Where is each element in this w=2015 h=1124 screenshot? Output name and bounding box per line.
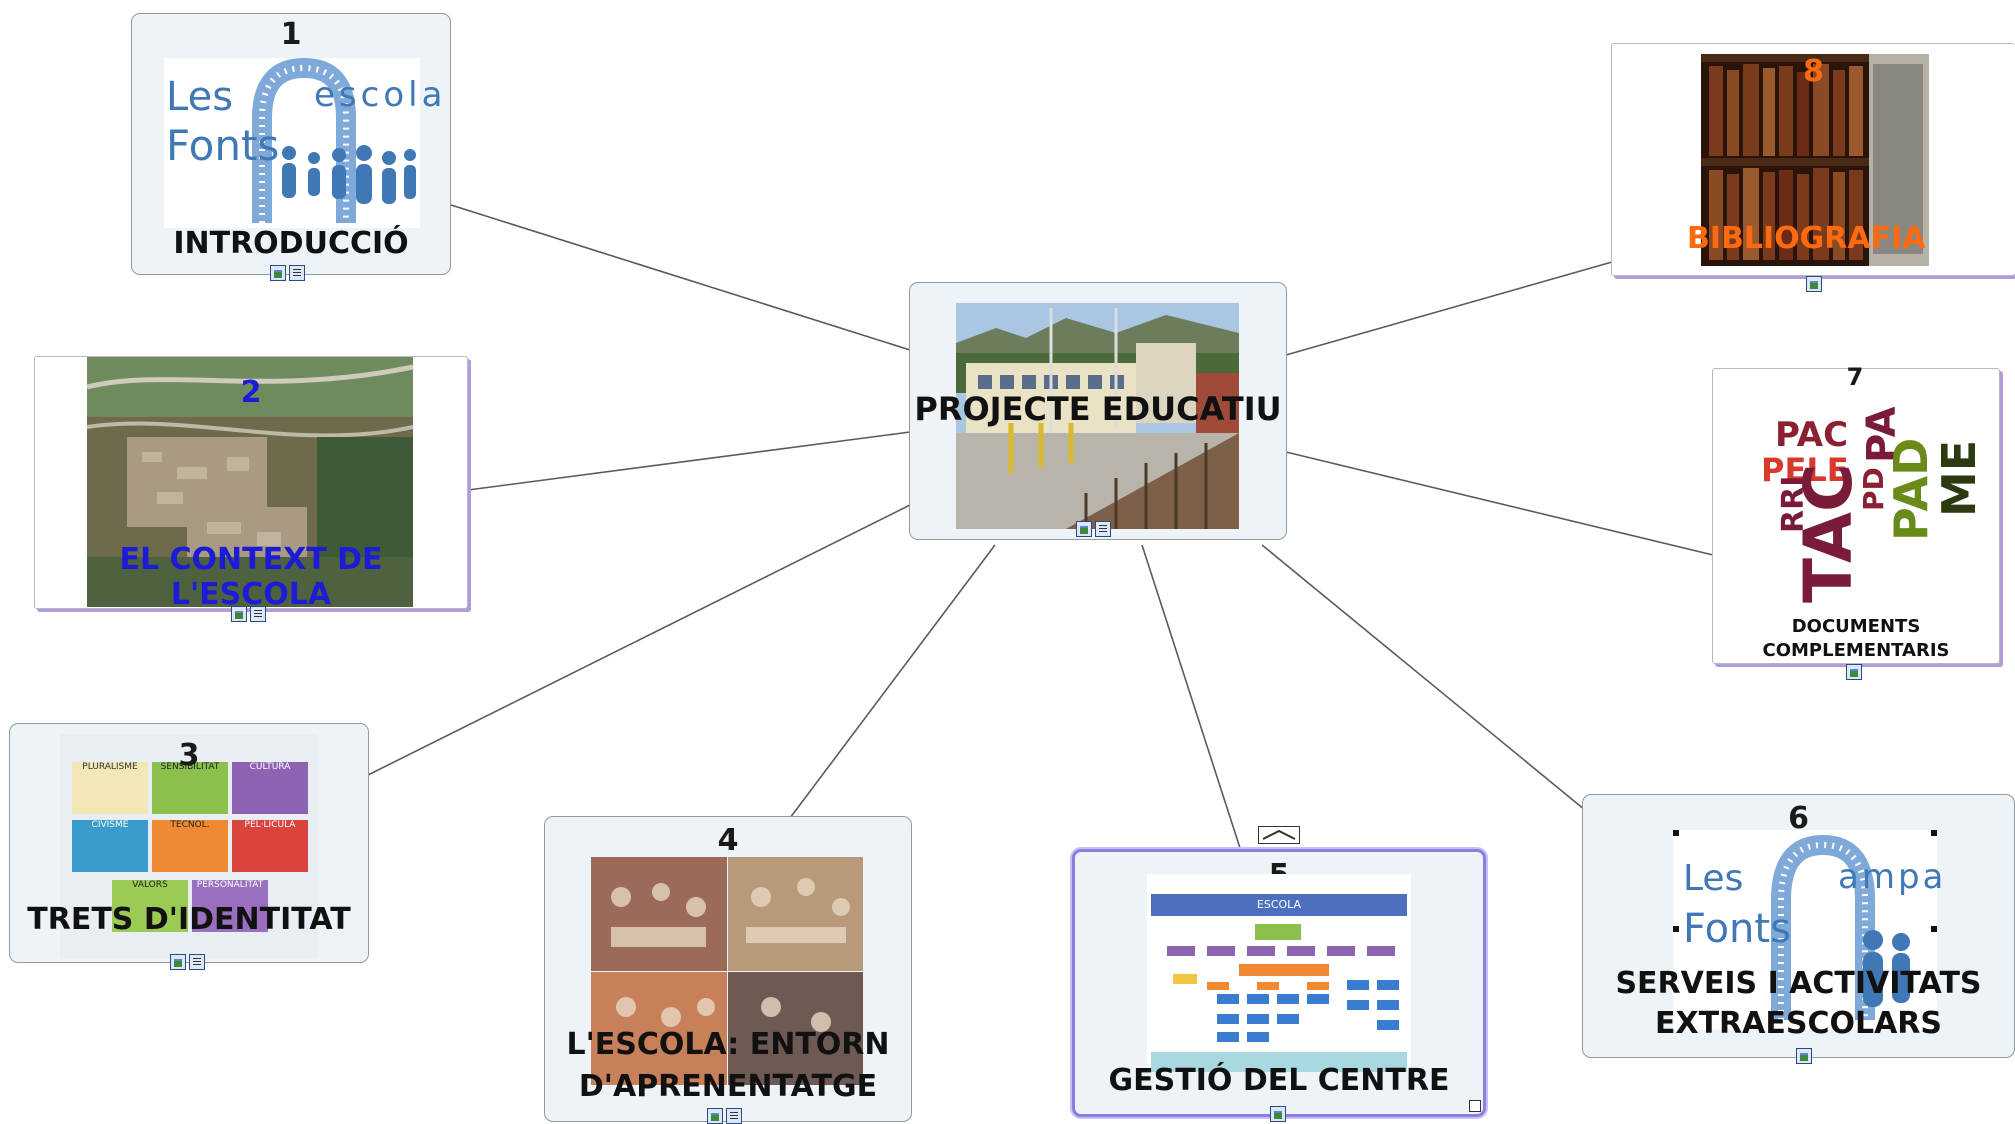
topic-title: INTRODUCCIÓ <box>173 226 409 261</box>
topic-title-line1: L'ESCOLA: ENTORN <box>566 1027 890 1062</box>
topic-node-context[interactable]: 2 EL CONTEXT DE L'ESCOLA <box>34 356 468 612</box>
topic-number: 3 <box>178 738 200 773</box>
word-cloud-word: PD <box>1857 467 1890 511</box>
topic-7-attachments <box>1846 664 1862 680</box>
topic-number: 1 <box>280 17 302 52</box>
topic-5-attachments <box>1270 1106 1286 1122</box>
picture-attachment-icon[interactable] <box>1846 664 1862 680</box>
identity-tile: PEL·LÍCULA <box>232 820 308 872</box>
identity-tile: CIVISME <box>72 820 148 872</box>
connector-4 <box>789 544 996 819</box>
central-attachments <box>1076 521 1111 537</box>
topic-node-entorn[interactable]: 4 L'ESCOLA: ENTORN D'APRENENTATGE <box>544 816 912 1122</box>
logo-word-fonts: Fonts <box>166 121 279 170</box>
identity-tile: TECNOL. <box>152 820 228 872</box>
identity-tile: CULTURA <box>232 762 308 814</box>
topic-title-line2: EXTRAESCOLARS <box>1654 1006 1943 1041</box>
topic-node-identitat[interactable]: PLURALISME SENSIBILITAT CULTURA CIVISME … <box>9 723 369 963</box>
picture-attachment-icon[interactable] <box>707 1108 723 1124</box>
topic-node-gestio[interactable]: 5 ESCOLA <box>1072 849 1486 1117</box>
topic-number: 7 <box>1846 363 1864 391</box>
identity-tile: PLURALISME <box>72 762 148 814</box>
school-photo <box>956 303 1239 529</box>
aerial-town-photo <box>86 357 414 607</box>
word-cloud-word: TAC <box>1790 464 1867 603</box>
word-cloud-word: PAD <box>1884 438 1938 541</box>
note-attachment-icon[interactable] <box>289 265 305 281</box>
connector-6 <box>1261 544 1586 811</box>
topic-node-introduccio[interactable]: 1 Les Fonts escola INTRODUCCIÓ <box>131 13 451 275</box>
word-cloud-word: PA <box>1859 406 1905 463</box>
topic-3-attachments <box>170 954 205 970</box>
connector-2 <box>467 431 911 491</box>
picture-attachment-icon[interactable] <box>270 265 286 281</box>
logo-word-les: Les <box>166 74 233 120</box>
topic-title-line1: SERVEIS I ACTIVITATS <box>1615 966 1982 1001</box>
identity-tiles-image: PLURALISME SENSIBILITAT CULTURA CIVISME … <box>60 734 318 959</box>
note-attachment-icon[interactable] <box>1095 521 1111 537</box>
topic-title: BIBLIOGRAFIA <box>1687 221 1926 256</box>
logo-word-les: Les <box>1683 858 1743 899</box>
topic-2-attachments <box>231 606 266 622</box>
note-attachment-icon[interactable] <box>726 1108 742 1124</box>
connector-3 <box>367 504 911 776</box>
picture-attachment-icon[interactable] <box>1806 276 1822 292</box>
identity-tile: PERSONALITAT <box>192 880 268 932</box>
word-cloud-word: PAC <box>1775 415 1848 455</box>
word-cloud-word: ME <box>1932 440 1986 517</box>
topic-title: TRETS D'IDENTITAT <box>27 902 351 937</box>
note-attachment-icon[interactable] <box>250 606 266 622</box>
central-topic-title: PROJECTE EDUCATIU <box>914 390 1282 428</box>
connector-1 <box>450 204 911 351</box>
word-cloud-word: RRI <box>1776 476 1811 533</box>
acronym-word-cloud: PAC PELE RRI TAC PD PA PAD ME <box>1733 381 1986 607</box>
picture-attachment-icon[interactable] <box>1076 521 1092 537</box>
connector-7 <box>1285 451 1714 556</box>
picture-attachment-icon[interactable] <box>1270 1106 1286 1122</box>
topic-6-attachments <box>1796 1048 1812 1064</box>
collapse-arrow-icon[interactable] <box>1258 826 1300 844</box>
topic-number: 8 <box>1803 54 1824 89</box>
topic-number: 2 <box>240 375 262 410</box>
central-topic-node[interactable]: PROJECTE EDUCATIU <box>909 282 1287 540</box>
org-chart-image: ESCOLA <box>1147 874 1411 1072</box>
topic-title: EL CONTEXT DE L'ESCOLA <box>119 542 383 612</box>
logo-word-fonts: Fonts <box>1683 906 1791 952</box>
note-attachment-icon[interactable] <box>189 954 205 970</box>
resize-handle-icon[interactable] <box>1469 1100 1481 1112</box>
connector-8 <box>1285 261 1613 356</box>
topic-number: 4 <box>717 823 739 858</box>
topic-node-serveis[interactable]: Les Fonts ampa 6 SERVEIS I ACTIVITATS EX… <box>1582 794 2015 1058</box>
topic-number: 6 <box>1788 801 1809 836</box>
topic-title: GESTIÓ DEL CENTRE <box>1108 1063 1450 1098</box>
picture-attachment-icon[interactable] <box>1796 1048 1812 1064</box>
classroom-collage-photo <box>591 857 863 1085</box>
topic-4-attachments <box>707 1108 742 1124</box>
identity-tile: SENSIBILITAT <box>152 762 228 814</box>
topic-node-documents[interactable]: 7 PAC PELE RRI TAC PD PA PAD ME DOCUMENT… <box>1712 363 2000 664</box>
picture-attachment-icon[interactable] <box>170 954 186 970</box>
topic-node-bibliografia[interactable]: 8 BIBLIOGRAFIA <box>1611 43 2015 276</box>
word-cloud-word: PELE <box>1761 451 1849 489</box>
les-fonts-ampa-logo: Les Fonts ampa <box>1673 830 1943 1030</box>
topic-1-attachments <box>270 265 305 281</box>
connector-5 <box>1141 544 1241 849</box>
logo-word-escola: escola <box>314 75 446 115</box>
les-fonts-escola-logo: Les Fonts escola <box>164 57 442 228</box>
logo-word-ampa: ampa <box>1838 857 1946 897</box>
topic-title-line2: D'APRENENTATGE <box>578 1069 878 1104</box>
topic-8-attachments <box>1806 276 1822 292</box>
picture-attachment-icon[interactable] <box>231 606 247 622</box>
topic-title-line2: COMPLEMENTARIS <box>1762 640 1950 661</box>
topic-title-line1: DOCUMENTS <box>1791 616 1921 637</box>
bookshelf-photo <box>1701 54 1929 266</box>
identity-tile: VALORS <box>112 880 188 932</box>
org-chart-header: ESCOLA <box>1151 894 1407 916</box>
